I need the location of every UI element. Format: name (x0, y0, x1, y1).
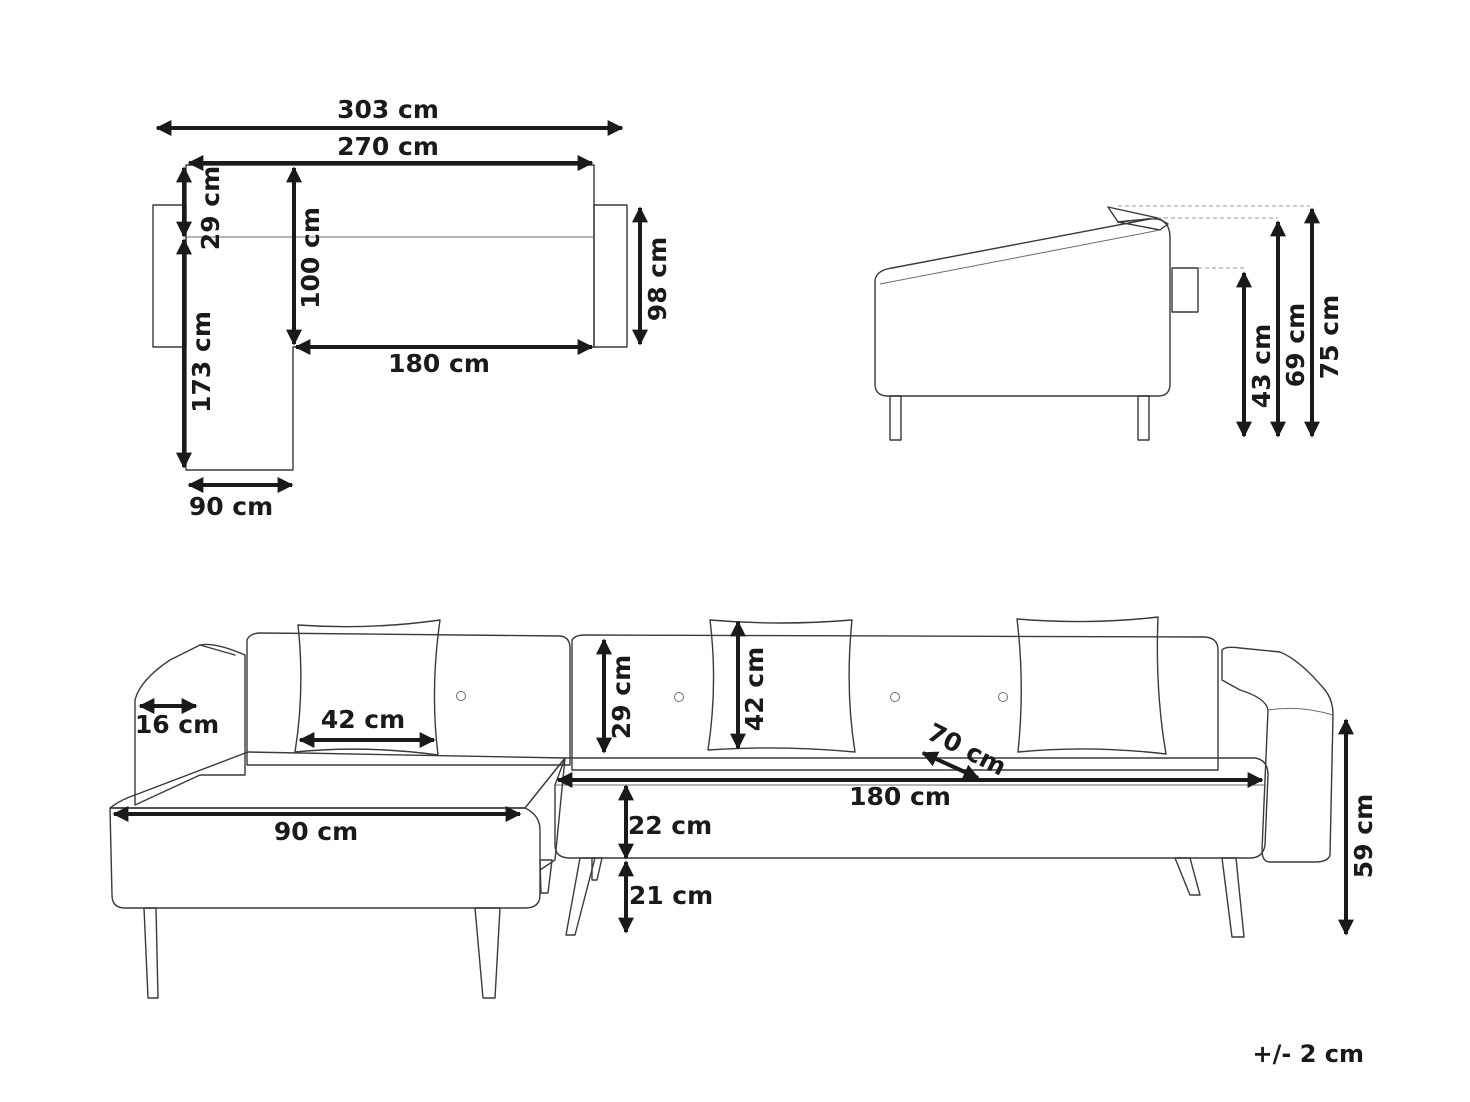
label-59cm: 59 cm (1349, 794, 1378, 878)
top-view: 303 cm 270 cm 29 cm 100 cm 98 cm 180 cm … (152, 95, 672, 521)
label-42cm-vertical: 42 cm (740, 647, 769, 731)
label-90cm-top: 90 cm (189, 492, 273, 521)
label-69cm: 69 cm (1281, 303, 1310, 387)
label-180cm-front: 180 cm (849, 782, 951, 811)
top-view-outline (152, 164, 628, 471)
label-16cm: 16 cm (135, 710, 219, 739)
side-view: 43 cm 69 cm 75 cm (874, 205, 1344, 441)
label-270cm: 270 cm (337, 132, 439, 161)
label-43cm: 43 cm (1247, 324, 1276, 408)
label-42cm-horizontal: 42 cm (321, 705, 405, 734)
front-view: 16 cm 42 cm 29 cm 42 cm 70 cm 180 cm 90 … (109, 616, 1378, 999)
label-90cm-front: 90 cm (274, 817, 358, 846)
label-29cm-front: 29 cm (607, 655, 636, 739)
label-100cm: 100 cm (296, 207, 325, 309)
label-180cm-top: 180 cm (388, 349, 490, 378)
label-173cm: 173 cm (187, 311, 216, 413)
label-29cm-top: 29 cm (196, 166, 225, 250)
label-22cm: 22 cm (628, 811, 712, 840)
tolerance-note: +/- 2 cm (1253, 1040, 1364, 1068)
label-21cm: 21 cm (629, 881, 713, 910)
front-view-outline (109, 616, 1334, 999)
label-75cm: 75 cm (1315, 295, 1344, 379)
label-98cm: 98 cm (643, 237, 672, 321)
side-view-outline (874, 205, 1310, 441)
label-303cm: 303 cm (337, 95, 439, 124)
